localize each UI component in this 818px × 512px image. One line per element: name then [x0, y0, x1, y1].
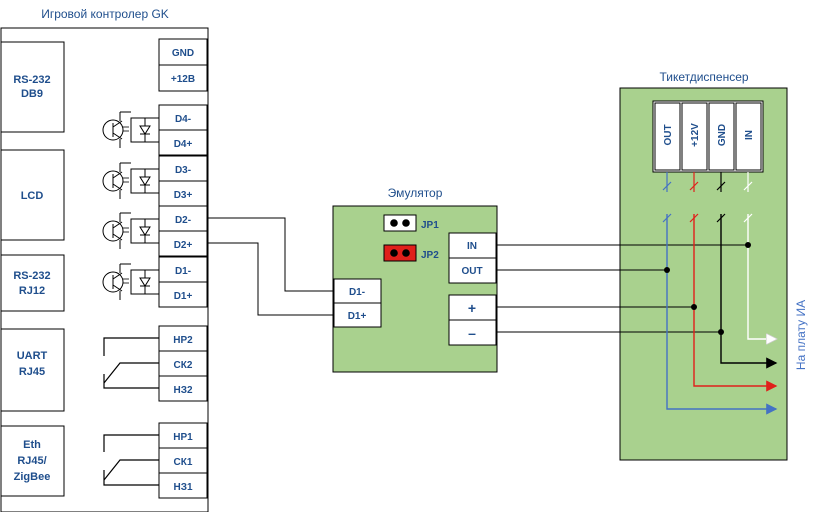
- svg-text:RJ45: RJ45: [19, 366, 45, 378]
- emulator-output-block: IN OUT: [448, 232, 497, 284]
- terminal-ck2: СК2: [174, 360, 193, 371]
- terminal-d4-minus: D4-: [175, 114, 191, 125]
- dispenser-connector: OUT +12V GND IN: [652, 100, 764, 173]
- svg-text:LCD: LCD: [21, 190, 44, 202]
- relay-contact-1: [103, 434, 159, 486]
- terminal-block-relay1: НР1 СК1 НЗ1: [158, 422, 208, 499]
- terminal-d3-minus: D3-: [175, 165, 191, 176]
- terminal-hp2: НР2: [173, 335, 193, 346]
- svg-text:RJ45/: RJ45/: [17, 455, 46, 467]
- emulator-title: Эмулятор: [388, 186, 443, 200]
- terminal-h32: НЗ2: [173, 385, 192, 396]
- terminal-gnd: GND: [172, 48, 194, 59]
- junction-dot: [718, 329, 724, 335]
- terminal-d2-plus: D2+: [174, 240, 193, 251]
- terminal-block-power: GND +12В: [158, 38, 208, 92]
- terminal-12v: +12В: [171, 74, 195, 85]
- terminal-d4-plus: D4+: [174, 139, 193, 150]
- wire-blue-out: [666, 214, 778, 415]
- terminal-d1-plus: D1+: [174, 291, 193, 302]
- terminal-block-d3: D3- D3+: [158, 155, 208, 207]
- junction-dot: [691, 304, 697, 310]
- side-label: На плату ИА: [794, 300, 808, 370]
- emulator-d1-plus: D1+: [348, 311, 367, 322]
- interface-rs232-rj12: RS-232 RJ12: [0, 254, 65, 312]
- emulator-power-block: + –: [448, 294, 497, 346]
- interface-rs232-db9: RS-232 DB9: [0, 41, 65, 133]
- emulator-minus: –: [468, 325, 476, 341]
- svg-text:RJ12: RJ12: [19, 285, 45, 297]
- dispenser-pin-out: OUT: [663, 124, 674, 145]
- jumper-jp1[interactable]: [383, 214, 417, 232]
- emulator-in: IN: [467, 241, 477, 252]
- dispenser-pin-in: IN: [744, 130, 755, 140]
- svg-text:RS-232: RS-232: [13, 74, 50, 86]
- svg-text:ZigBee: ZigBee: [14, 471, 51, 483]
- jumper-jp2-label: JP2: [421, 250, 439, 261]
- svg-text:RS-232: RS-232: [13, 270, 50, 282]
- emulator-d1-minus: D1-: [349, 287, 365, 298]
- terminal-block-relay2: НР2 СК2 НЗ2: [158, 325, 208, 402]
- terminal-d2-minus: D2-: [175, 215, 191, 226]
- terminal-d1-minus: D1-: [175, 266, 191, 277]
- terminal-block-d1: D1- D1+: [158, 256, 208, 308]
- emulator-plus: +: [468, 300, 476, 316]
- terminal-block-d2: D2- D2+: [158, 205, 208, 257]
- wire-d2-minus: [207, 217, 334, 292]
- dispenser-pin-12v: +12V: [690, 123, 701, 147]
- svg-text:UART: UART: [17, 350, 48, 362]
- controller-title: Игровой контролер GK: [41, 7, 169, 21]
- terminal-d3-plus: D3+: [174, 190, 193, 201]
- svg-text:DB9: DB9: [21, 88, 43, 100]
- terminal-ck1: СК1: [174, 457, 193, 468]
- terminal-block-d4: D4- D4+: [158, 104, 208, 156]
- junction-dot: [664, 267, 670, 273]
- emulator-input-block: D1- D1+: [333, 278, 382, 328]
- relay-contact-2: [103, 337, 159, 389]
- terminal-h31: НЗ1: [173, 482, 192, 493]
- interface-eth-rj45-zigbee: Eth RJ45/ ZigBee: [0, 425, 65, 497]
- wire-d2-plus: [207, 242, 334, 316]
- interface-uart-rj45: UART RJ45: [0, 328, 65, 412]
- interface-lcd: LCD: [0, 149, 65, 241]
- jumper-jp1-label: JP1: [421, 220, 439, 231]
- emulator-out: OUT: [461, 266, 482, 277]
- dispenser-pin-gnd: GND: [717, 124, 728, 146]
- jumper-jp2[interactable]: [383, 244, 417, 262]
- dispenser-title: Тикетдиспенсер: [659, 70, 748, 84]
- svg-text:Eth: Eth: [23, 439, 41, 451]
- wire-white-in: [747, 214, 776, 339]
- optocoupler-d4: [102, 111, 160, 148]
- terminal-hp1: НР1: [173, 432, 193, 443]
- wire-red-12v: [693, 214, 778, 392]
- junction-dot: [745, 242, 751, 248]
- wire-black-gnd: [720, 214, 778, 369]
